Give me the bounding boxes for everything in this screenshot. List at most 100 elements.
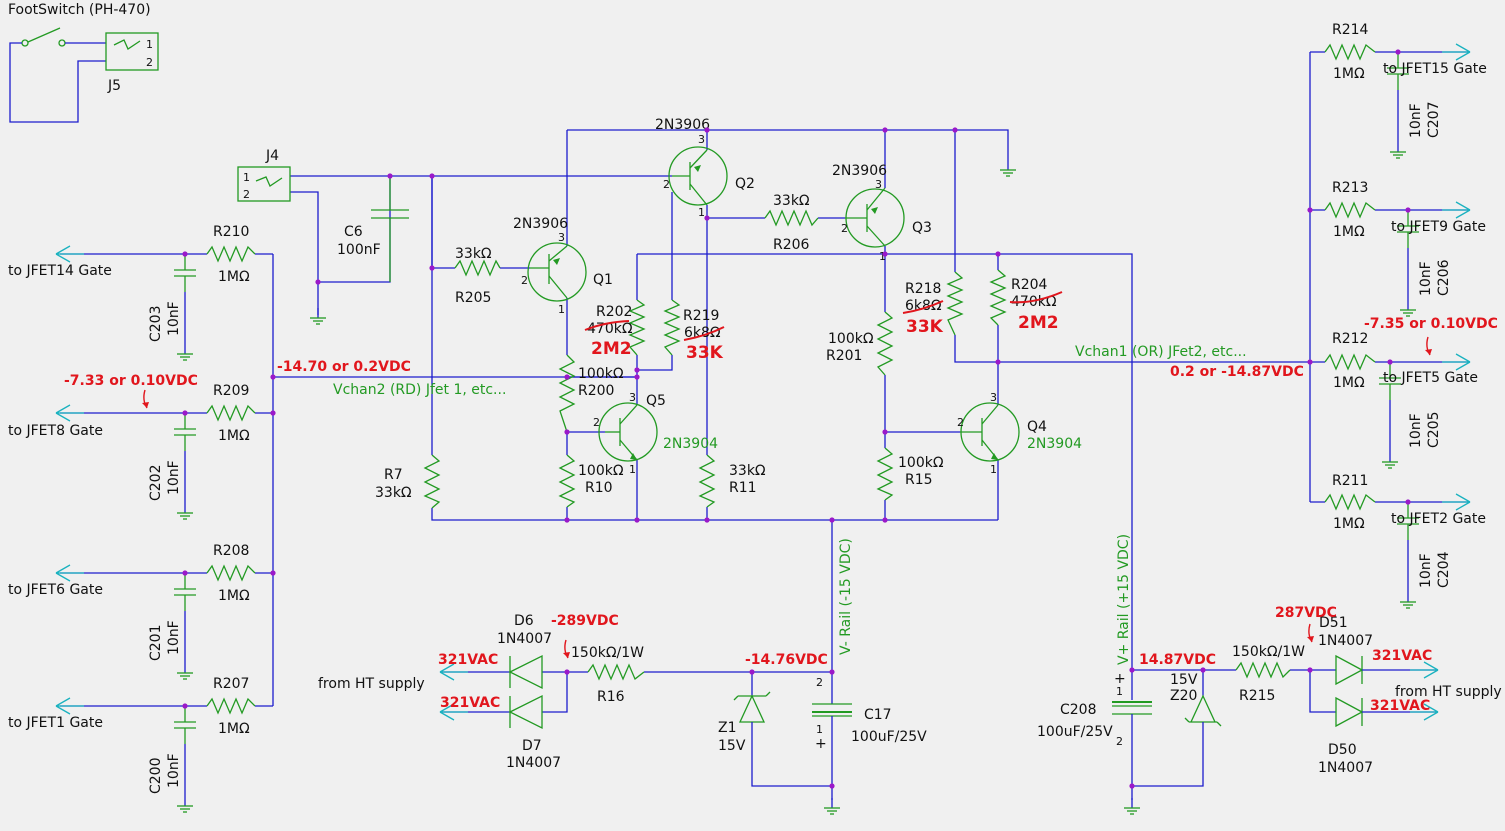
left-output-row: R208 1MΩ to JFET6 Gate C201 10nF (8, 543, 273, 680)
r205-value: 33kΩ (455, 246, 492, 262)
right-cap-value: 10nF (1408, 413, 1424, 448)
q4-transistor: 3 2 1 Q4 2N3904 (957, 391, 1082, 476)
right-gate-measurement: -7.35 or 0.10VDC (1364, 316, 1498, 332)
j4-pin1: 1 (243, 171, 250, 184)
vchan2-label: Vchan2 (RD) Jfet 1, etc... (333, 382, 506, 398)
r11-resistor: 33kΩ R11 (698, 454, 766, 508)
r219-value: 6k8Ω (684, 325, 721, 341)
j5-pin2: 2 (146, 56, 153, 69)
z20-value: 15V (1170, 672, 1198, 688)
r201-value: 100kΩ (828, 331, 874, 347)
q3-pin3: 3 (875, 178, 882, 191)
neg-ac-in-2: 321VAC (440, 695, 500, 711)
pos-ac-in-2: 321VAC (1370, 698, 1430, 714)
r215-ref: R215 (1239, 688, 1275, 704)
z20-ref: Z20 (1170, 688, 1197, 704)
r10-ref: R10 (585, 480, 613, 496)
c6-capacitor: C6 100nF (309, 176, 409, 325)
r7-ref: R7 (384, 467, 403, 483)
c17-value: 100uF/25V (851, 729, 927, 745)
right-cap-ref: C207 (1426, 102, 1442, 139)
left-resistor-ref: R210 (213, 224, 249, 240)
q4-pin1: 1 (990, 463, 997, 476)
pos-ht-label: from HT supply (1395, 684, 1502, 700)
q5-type: 2N3904 (663, 436, 718, 452)
r7-value: 33kΩ (375, 485, 412, 501)
r204-resistor: R204 470kΩ 2M2 (989, 269, 1063, 333)
right-resistor-ref: R214 (1332, 22, 1369, 38)
j5-pin1: 1 (146, 38, 153, 51)
right-output-network: R214 1MΩ to JFET15 Gate 10nF C207 R213 1… (1309, 22, 1498, 609)
left-cap-ref: C203 (148, 306, 164, 343)
left-cap-ref: C200 (148, 758, 164, 795)
r204-new-value: 2M2 (1018, 313, 1059, 333)
r11-ref: R11 (729, 480, 757, 496)
left-output-row: R210 1MΩ to JFET14 Gate C203 10nF (8, 224, 273, 361)
r16-value: 150kΩ/1W (571, 645, 644, 661)
v-plus-rail-label: V+ Rail (+15 VDC) (1116, 534, 1132, 665)
left-cap-ref: C201 (148, 625, 164, 662)
right-gate-label: to JFET15 Gate (1383, 61, 1487, 77)
right-cap-ref: C206 (1436, 259, 1452, 296)
q1-pin2: 2 (521, 274, 528, 287)
q4-pin2: 2 (957, 416, 964, 429)
c17-pin1: 1 (816, 723, 823, 736)
junction-dots (182, 49, 1411, 789)
left-gate-label: to JFET1 Gate (8, 715, 103, 731)
q1-pin3: 3 (558, 231, 565, 244)
r200-ref: R200 (578, 383, 614, 399)
left-resistor-value: 1MΩ (218, 721, 250, 737)
r218-new-value: 33K (906, 317, 944, 337)
r16-ref: R16 (597, 689, 625, 705)
c6-value: 100nF (337, 242, 381, 258)
d51-ref: D51 (1319, 615, 1348, 631)
r219-new-value: 33K (686, 343, 724, 363)
c208-ref: C208 (1060, 702, 1097, 718)
q3-type: 2N3906 (832, 163, 887, 179)
right-cap-value: 10nF (1408, 103, 1424, 138)
r10-resistor: 100kΩ R10 (558, 454, 624, 508)
r15-value: 100kΩ (898, 455, 944, 471)
left-cap-value: 10nF (166, 460, 182, 495)
r201-ref: R201 (826, 348, 862, 364)
c17-plus: + (815, 736, 827, 752)
q5-ref: Q5 (646, 393, 666, 409)
q5-pin1: 1 (629, 463, 636, 476)
left-gate-label: to JFET8 Gate (8, 423, 103, 439)
footswitch-title: FootSwitch (PH-470) (8, 2, 151, 18)
d50-ref: D50 (1328, 742, 1357, 758)
left-cap-value: 10nF (166, 753, 182, 788)
neg-ac-in-1: 321VAC (438, 652, 498, 668)
left-resistor-ref: R207 (213, 676, 249, 692)
right-resistor-value: 1MΩ (1333, 224, 1365, 240)
r201-resistor: 100kΩ R201 (826, 311, 894, 376)
q2-type: 2N3906 (655, 117, 710, 133)
negative-supply: D6 1N4007 D7 1N4007 150kΩ/1W R16 Z1 15V … (318, 613, 927, 815)
c6-ref: C6 (344, 224, 363, 240)
left-output-network: R210 1MΩ to JFET14 Gate C203 10nF R209 1… (8, 224, 274, 813)
r10-value: 100kΩ (578, 463, 624, 479)
q3-pin2: 2 (841, 222, 848, 235)
r205-ref: R205 (455, 290, 491, 306)
r219-ref: R219 (683, 308, 719, 324)
d50-type: 1N4007 (1318, 760, 1373, 776)
r202-ref: R202 (596, 304, 632, 320)
c208-value: 100uF/25V (1037, 724, 1113, 740)
left-gate-label: to JFET6 Gate (8, 582, 103, 598)
q2-pin3: 3 (698, 133, 705, 146)
right-output-row: R214 1MΩ to JFET15 Gate 10nF C207 (1310, 22, 1487, 159)
r11-value: 33kΩ (729, 463, 766, 479)
q2-pin1: 1 (698, 206, 705, 219)
r218-ref: R218 (905, 281, 941, 297)
right-output-row: R213 1MΩ to JFET9 Gate 10nF C206 (1310, 180, 1486, 317)
right-gate-label: to JFET5 Gate (1383, 370, 1478, 386)
right-bus-measurement: 0.2 or -14.87VDC (1170, 364, 1304, 380)
q4-type: 2N3904 (1027, 436, 1082, 452)
q1-ref: Q1 (593, 272, 613, 288)
q3-pin1: 1 (879, 250, 886, 263)
d6-type: 1N4007 (497, 631, 552, 647)
r219-resistor: R219 6k8Ω 33K (663, 299, 725, 363)
right-cap-value: 10nF (1418, 261, 1434, 296)
r15-resistor: 100kΩ R15 (876, 447, 944, 501)
c17-pin2: 2 (816, 676, 823, 689)
